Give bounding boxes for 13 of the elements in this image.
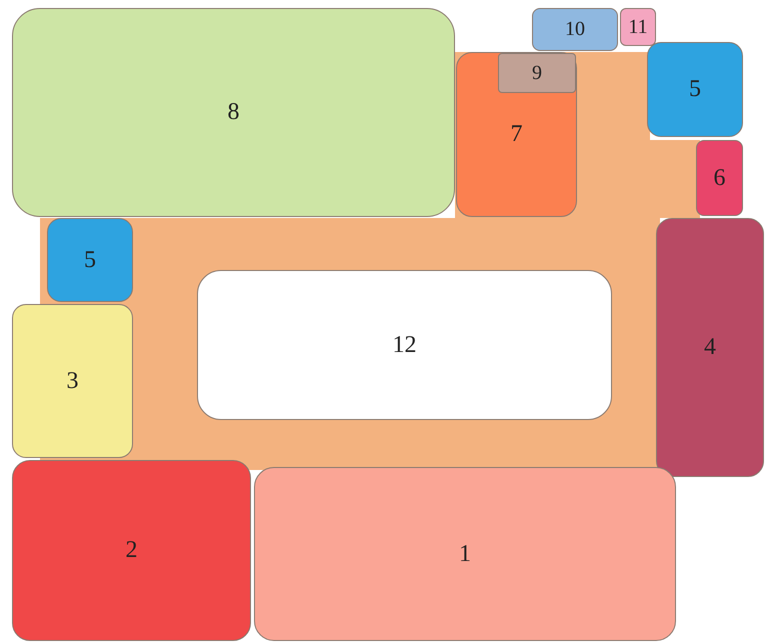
numbered-zone: 8 bbox=[12, 8, 455, 217]
numbered-zone: 7 9 bbox=[456, 52, 577, 217]
numbered-zone: 9 bbox=[498, 53, 576, 93]
numbered-zone: 4 bbox=[656, 218, 764, 477]
numbered-zone: 10 bbox=[532, 8, 618, 51]
numbered-zone: 5 bbox=[47, 218, 133, 302]
numbered-zone: 3 bbox=[12, 304, 133, 458]
numbered-zone: 12 bbox=[197, 270, 612, 420]
numbered-zone: 2 bbox=[12, 460, 251, 641]
numbered-zone: 6 bbox=[696, 140, 743, 216]
numbered-zone: 11 bbox=[620, 8, 656, 46]
numbered-zone: 1 bbox=[254, 467, 676, 641]
numbered-zone: 5 bbox=[647, 42, 743, 137]
